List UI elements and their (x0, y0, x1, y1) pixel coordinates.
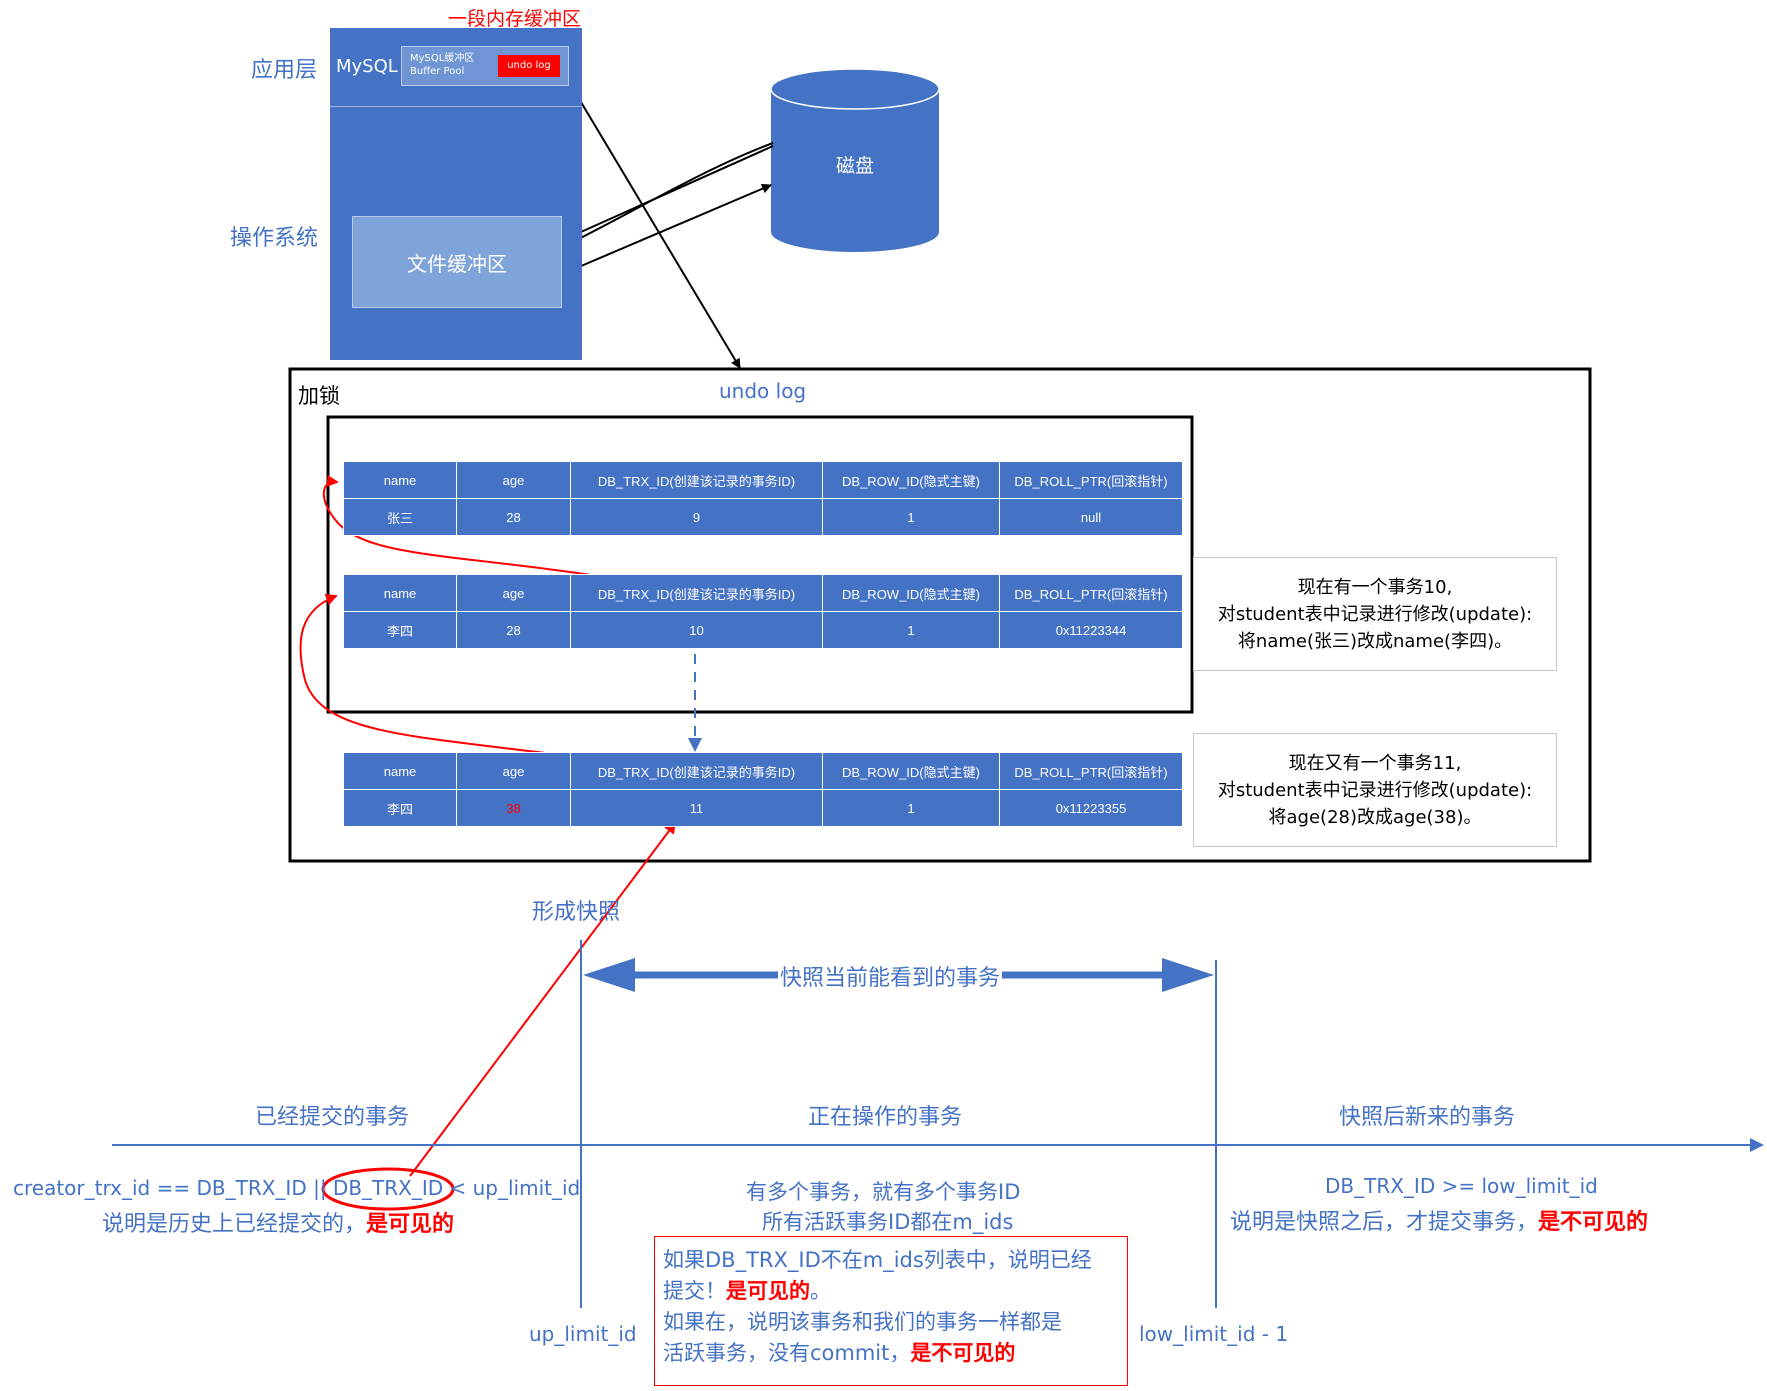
note-line: 将name(张三)改成name(李四)。 (1237, 630, 1513, 652)
box-line1: 如果DB_TRX_ID不在m_ids列表中，说明已经 (663, 1248, 1092, 1272)
right-verdict: 是不可见的 (1538, 1210, 1649, 1235)
cell-trx-id: 9 (570, 498, 823, 536)
arrow-disk-to-filebuf (562, 145, 774, 241)
col-roll-ptr: DB_ROLL_PTR(回滚指针) (999, 461, 1183, 499)
lock-inner-box (326, 415, 1194, 714)
note-transaction-10: 现在有一个事务10, 对student表中记录进行修改(update): 将na… (1193, 557, 1557, 671)
note-line: 对student表中记录进行修改(update): (1217, 603, 1533, 625)
up-limit-label: up_limit_id (529, 1322, 637, 1346)
right-description: 说明是快照之后，才提交事务，是不可见的 (1230, 1204, 1648, 1236)
record-table-2: name age DB_TRX_ID(创建该记录的事务ID) DB_ROW_ID… (343, 574, 1183, 649)
disk-label: 磁盘 (836, 155, 875, 177)
cell-row-id: 1 (822, 611, 1000, 649)
cell-roll-ptr: 0x11223344 (999, 611, 1183, 649)
table-row: 张三 28 9 1 null (343, 498, 1183, 536)
section-active: 正在操作的事务 (808, 1105, 963, 1130)
cell-age: 28 (456, 611, 571, 649)
cell-age: 28 (456, 498, 571, 536)
table-row: 李四 28 10 1 0x11223344 (343, 611, 1183, 649)
section-committed: 已经提交的事务 (255, 1105, 410, 1130)
left-description: 说明是历史上已经提交的，是可见的 (102, 1206, 454, 1238)
memory-buffer-label: 一段内存缓冲区 (448, 8, 582, 30)
disk-cylinder (770, 68, 940, 252)
cell-row-id: 1 (822, 498, 1000, 536)
section-new: 快照后新来的事务 (1339, 1105, 1516, 1130)
buffer-pool-line2: Buffer Pool (410, 66, 465, 77)
cell-name: 李四 (343, 789, 457, 827)
trx-id-highlight (321, 1167, 455, 1211)
undo-log-outer-box (288, 367, 1592, 863)
cell-roll-ptr: 0x11223355 (999, 789, 1183, 827)
mysql-label: MySQL (336, 56, 398, 77)
box-line3: 如果在，说明该事务和我们的事务一样都是 (663, 1310, 1062, 1334)
note-line: 现在又有一个事务11, (1288, 752, 1462, 774)
undo-log-tag: undo log (498, 55, 560, 77)
file-buffer-box: 文件缓冲区 (352, 216, 562, 308)
lock-label: 加锁 (298, 384, 340, 408)
right-condition: DB_TRX_ID >= low_limit_id (1325, 1174, 1598, 1198)
box-line2a: 提交！ (663, 1279, 726, 1303)
note-transaction-11: 现在又有一个事务11, 对student表中记录进行修改(update): 将a… (1193, 733, 1557, 847)
middle-line2: 所有活跃事务ID都在m_ids (762, 1210, 1014, 1234)
table-header-row: name age DB_TRX_ID(创建该记录的事务ID) DB_ROW_ID… (343, 752, 1183, 790)
record-table-3: name age DB_TRX_ID(创建该记录的事务ID) DB_ROW_ID… (343, 752, 1183, 827)
cell-age: 38 (456, 789, 571, 827)
box-line4: 活跃事务，没有commit，是不可见的 (663, 1338, 1119, 1369)
snapshot-label: 形成快照 (532, 900, 621, 925)
visible-range-label: 快照当前能看到的事务 (778, 960, 1003, 992)
col-row-id: DB_ROW_ID(隐式主键) (822, 574, 1000, 612)
table-header-row: name age DB_TRX_ID(创建该记录的事务ID) DB_ROW_ID… (343, 574, 1183, 612)
undo-log-title: undo log (719, 379, 807, 403)
left-cond-part1: creator_trx_id == DB_TRX_ID || (13, 1176, 333, 1200)
box-line4a: 活跃事务，没有commit， (663, 1341, 911, 1365)
memory-divider (330, 106, 582, 107)
left-verdict: 是可见的 (366, 1212, 455, 1237)
note-line: 现在有一个事务10, (1297, 576, 1453, 598)
snapshot-arrow (409, 821, 677, 1177)
col-age: age (456, 752, 571, 790)
record-table-1: name age DB_TRX_ID(创建该记录的事务ID) DB_ROW_ID… (343, 461, 1183, 536)
col-age: age (456, 574, 571, 612)
arrow-filebuf-to-disk (559, 183, 772, 276)
table-header-row: name age DB_TRX_ID(创建该记录的事务ID) DB_ROW_ID… (343, 461, 1183, 499)
col-name: name (343, 752, 457, 790)
col-row-id: DB_ROW_ID(隐式主键) (822, 461, 1000, 499)
arrow-undo-to-undolog (559, 66, 741, 369)
middle-line1: 有多个事务，就有多个事务ID (746, 1180, 1021, 1204)
col-row-id: DB_ROW_ID(隐式主键) (822, 752, 1000, 790)
left-cond-part3: < up_limit_id (443, 1176, 581, 1200)
box-line2: 提交！是可见的。 (663, 1276, 1119, 1307)
col-trx-id: DB_TRX_ID(创建该记录的事务ID) (570, 752, 823, 790)
cell-row-id: 1 (822, 789, 1000, 827)
cell-trx-id: 10 (570, 611, 823, 649)
note-line: 对student表中记录进行修改(update): (1217, 779, 1533, 801)
right-desc: 说明是快照之后，才提交事务， (1230, 1210, 1539, 1235)
cell-name: 张三 (343, 498, 457, 536)
left-condition: creator_trx_id == DB_TRX_ID || DB_TRX_ID… (13, 1176, 580, 1200)
buffer-pool-line1: MySQL缓冲区 (410, 53, 475, 64)
table-row: 李四 38 11 1 0x11223355 (343, 789, 1183, 827)
left-desc: 说明是历史上已经提交的， (102, 1212, 367, 1237)
col-roll-ptr: DB_ROLL_PTR(回滚指针) (999, 574, 1183, 612)
col-name: name (343, 574, 457, 612)
box-line4b: 是不可见的 (910, 1341, 1016, 1365)
cell-name: 李四 (343, 611, 457, 649)
low-limit-label: low_limit_id - 1 (1139, 1322, 1289, 1346)
os-layer-label: 操作系统 (230, 226, 319, 251)
app-layer-label: 应用层 (251, 58, 318, 83)
buffer-pool-text: MySQL缓冲区 Buffer Pool (410, 52, 474, 78)
cell-roll-ptr: null (999, 498, 1183, 536)
note-line: 将age(28)改成age(38)。 (1268, 806, 1482, 828)
box-line2c: 。 (810, 1279, 831, 1303)
m-ids-explanation-box: 如果DB_TRX_ID不在m_ids列表中，说明已经 提交！是可见的。 如果在，… (654, 1236, 1128, 1386)
col-trx-id: DB_TRX_ID(创建该记录的事务ID) (570, 574, 823, 612)
cell-trx-id: 11 (570, 789, 823, 827)
left-cond-part2: DB_TRX_ID (332, 1176, 444, 1200)
col-age: age (456, 461, 571, 499)
col-trx-id: DB_TRX_ID(创建该记录的事务ID) (570, 461, 823, 499)
col-name: name (343, 461, 457, 499)
box-line2b: 是可见的 (726, 1279, 810, 1303)
col-roll-ptr: DB_ROLL_PTR(回滚指针) (999, 752, 1183, 790)
